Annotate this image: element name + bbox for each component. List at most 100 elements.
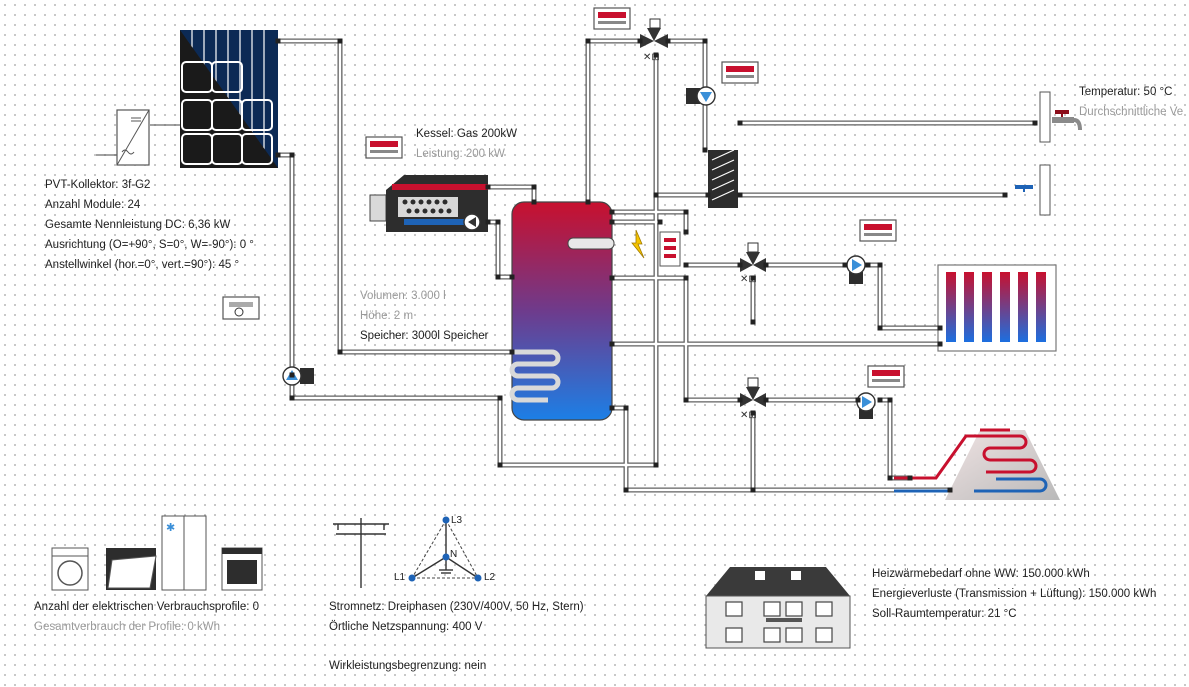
pv-controller-icon[interactable]	[222, 296, 260, 320]
pipe-junction	[609, 209, 615, 215]
pipe-junction	[1032, 120, 1038, 126]
pipe-junction	[737, 120, 743, 126]
pipe-core	[586, 39, 640, 202]
pump-icon[interactable]	[846, 255, 866, 284]
pump-icon[interactable]	[686, 86, 716, 106]
pipe-junction	[609, 275, 615, 281]
pipe-junction	[877, 262, 883, 268]
pipe-outline	[612, 275, 740, 403]
water-tap-icon[interactable]	[1015, 91, 1082, 216]
gas-boiler[interactable]	[369, 175, 488, 232]
heat-demand: Heizwärmebedarf ohne WW: 150.000 kWh	[872, 568, 1090, 580]
pipe-core	[488, 220, 512, 279]
pipe-junction	[485, 184, 491, 190]
pv-title: PVT-Kollektor: 3f-G2	[45, 179, 151, 191]
oven-icon[interactable]	[106, 548, 157, 590]
grid-limit: Wirkleistungsbegrenzung: nein	[329, 660, 487, 672]
pvt-collector[interactable]	[180, 30, 278, 168]
pipe-junction	[623, 405, 629, 411]
controller-display-icon[interactable]	[867, 365, 905, 388]
pipe-junction	[702, 38, 708, 44]
pipe-core	[278, 39, 512, 354]
stove-icon[interactable]	[221, 547, 263, 591]
svg-text:✱: ✱	[166, 522, 175, 534]
phase-l1-label: L1	[394, 572, 406, 583]
pipe-junction	[683, 397, 689, 403]
building-icon[interactable]	[705, 567, 851, 649]
grid-type: Stromnetz: Dreiphasen (230V/400V, 50 Hz,…	[329, 601, 584, 613]
svg-text:✕⊞: ✕⊞	[740, 274, 757, 285]
pipe-outline	[585, 38, 640, 202]
pipe-junction	[750, 319, 756, 325]
pipe-junction	[947, 487, 953, 493]
pipe-junction	[585, 199, 591, 205]
pipe-junction	[497, 462, 503, 468]
consumer-total: Gesamtverbrauch der Profile: 0 kWh	[34, 621, 220, 633]
pipe-junction	[337, 38, 343, 44]
pump-icon[interactable]	[856, 392, 876, 419]
pipe-junction	[497, 395, 503, 401]
svg-text:✕⊞: ✕⊞	[740, 410, 757, 421]
washing-machine-icon[interactable]	[51, 547, 89, 591]
pipe-junction	[887, 475, 893, 481]
pipe-junction	[855, 397, 861, 403]
pipe-junction	[665, 38, 671, 44]
consumer-profiles: Anzahl der elektrischen Verbrauchsprofil…	[34, 601, 260, 613]
pipe-core	[880, 398, 910, 480]
pipe-outline	[488, 219, 512, 280]
heat-exchanger-icon[interactable]	[708, 149, 738, 208]
pipe-junction	[842, 262, 848, 268]
pipe-outline	[289, 375, 500, 401]
underfloor-heating[interactable]	[894, 428, 1060, 500]
pipe-junction	[609, 341, 615, 347]
pipe-junction	[609, 405, 615, 411]
pipe-junction	[763, 397, 769, 403]
pv-tilt: Anstellwinkel (hor.=0°, vert.=90°): 45 °	[45, 259, 240, 271]
pipe-junction	[750, 487, 756, 493]
pv-orientation: Ausrichtung (O=+90°, S=0°, W=-90°): 0 °	[45, 239, 254, 251]
pipe-junction	[737, 192, 743, 198]
heating-rod-icon[interactable]	[631, 229, 645, 259]
mixing-valve-icon[interactable]: ✕⊞	[740, 242, 766, 285]
pipe-junction	[865, 262, 871, 268]
pipe-junction	[275, 152, 281, 158]
boiler-pump-icon[interactable]	[463, 213, 481, 231]
controller-display-icon[interactable]	[365, 136, 403, 159]
pipe-junction	[737, 262, 743, 268]
pipe-core	[654, 55, 708, 197]
pipe-junction	[750, 410, 756, 416]
pipe-junction	[683, 209, 689, 215]
pipe-junction	[289, 152, 295, 158]
pipe-junctions	[275, 38, 1038, 493]
star-connection-icon	[408, 516, 482, 582]
pv-power: Gesamte Nennleistung DC: 6,36 kW	[45, 219, 231, 231]
pipe-core	[498, 195, 658, 467]
boiler-power: Leistung: 200 kW	[416, 148, 505, 160]
storage-sensor-panel[interactable]	[659, 231, 681, 267]
storage-tank[interactable]	[509, 201, 615, 421]
power-pylon-icon[interactable]	[333, 518, 389, 588]
pipe-junction	[683, 275, 689, 281]
fridge-icon[interactable]: ✱	[161, 515, 207, 591]
pipe-core	[612, 406, 950, 492]
controller-display-icon[interactable]	[593, 7, 631, 30]
inverter-icon[interactable]	[96, 109, 180, 166]
storage-height: Höhe: 2 m	[360, 310, 414, 322]
pipe-junction	[702, 147, 708, 153]
controller-display-icon[interactable]	[721, 61, 759, 84]
pipe-junction	[877, 325, 883, 331]
pipe-junction	[337, 349, 343, 355]
radiator[interactable]	[937, 264, 1057, 352]
pipe-outline	[880, 397, 910, 481]
collector-pump-icon[interactable]	[282, 366, 314, 386]
mixing-valve-icon[interactable]: ✕⊞	[640, 18, 668, 63]
pipe-junction	[657, 219, 663, 225]
pipe-junction	[275, 38, 281, 44]
pipe-junction	[585, 38, 591, 44]
pipe-junction	[495, 219, 501, 225]
pipe-junction	[485, 219, 491, 225]
controller-display-icon[interactable]	[859, 219, 897, 242]
pipe-junction	[531, 199, 537, 205]
mixing-valve-icon[interactable]: ✕⊞	[740, 377, 766, 421]
